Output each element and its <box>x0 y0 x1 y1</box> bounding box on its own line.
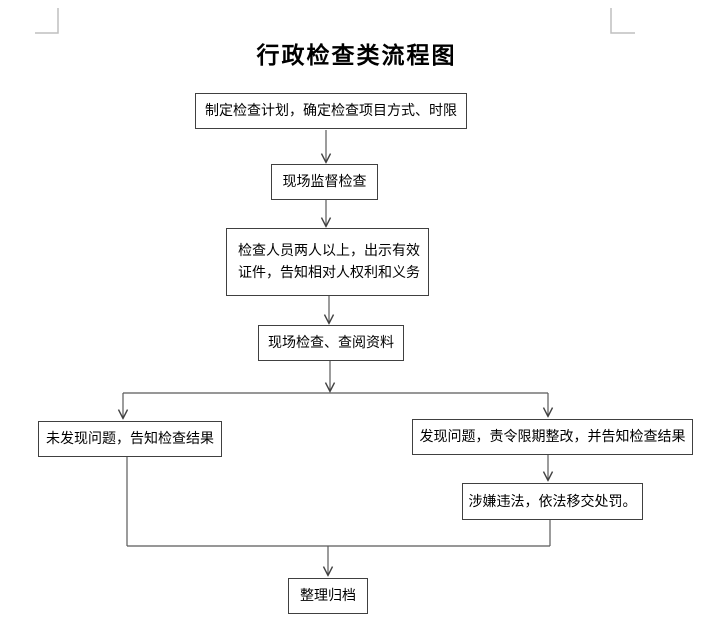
flow-node-inspectors: 检查人员两人以上，出示有效 证件，告知相对人权利和义务 <box>226 228 429 296</box>
flow-node-inspectors-line1: 检查人员两人以上，出示有效 <box>238 242 420 259</box>
flow-node-onsite-check: 现场检查、查阅资料 <box>258 325 404 361</box>
flow-node-problem-found: 发现问题，责令限期整改，并告知检查结果 <box>412 419 693 455</box>
flow-node-plan: 制定检查计划，确定检查项目方式、时限 <box>195 93 467 129</box>
flow-node-archive: 整理归档 <box>288 578 368 614</box>
flow-node-no-problem-label: 未发现问题，告知检查结果 <box>46 430 214 447</box>
flow-node-no-problem: 未发现问题，告知检查结果 <box>38 421 222 457</box>
page-title: 行政检查类流程图 <box>256 42 457 68</box>
flow-node-onsite-supervision-label: 现场监督检查 <box>282 173 367 190</box>
flow-node-onsite-check-label: 现场检查、查阅资料 <box>268 334 394 351</box>
flow-node-illegal-transfer: 涉嫌违法，依法移交处罚。 <box>462 483 643 520</box>
flow-node-archive-label: 整理归档 <box>300 587 356 604</box>
flow-node-problem-found-label: 发现问题，责令限期整改，并告知检查结果 <box>419 428 686 445</box>
flow-node-inspectors-line2: 证件，告知相对人权利和义务 <box>238 264 420 280</box>
flow-node-plan-label: 制定检查计划，确定检查项目方式、时限 <box>205 102 457 119</box>
flow-node-illegal-transfer-label: 涉嫌违法，依法移交处罚。 <box>468 492 637 509</box>
flow-node-onsite-supervision: 现场监督检查 <box>271 164 378 200</box>
page-margin-mark-top-right <box>610 8 635 34</box>
page-margin-mark-top-left <box>35 8 59 34</box>
